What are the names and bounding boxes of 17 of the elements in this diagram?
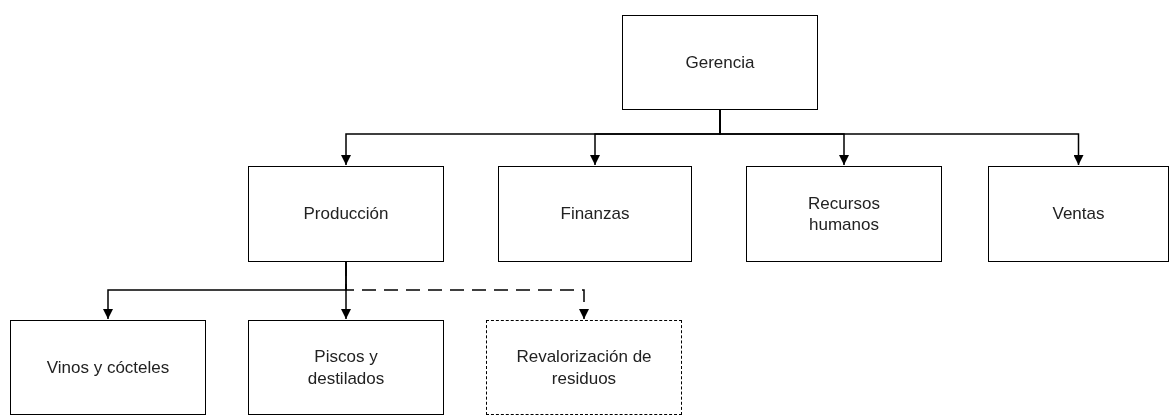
org-box <box>622 15 818 110</box>
box-label: Finanzas <box>560 203 630 225</box>
org-box <box>746 166 942 262</box>
box-label: Revalorización de residuos <box>515 346 653 389</box>
box-label: Gerencia <box>685 51 755 74</box>
org-box <box>248 320 444 415</box>
box-label: Ventas <box>1052 203 1105 225</box>
box-label: Producción <box>303 203 389 225</box>
org-box <box>988 166 1169 262</box>
box-label: Piscos y destilados <box>306 346 386 389</box>
arrow <box>345 261 589 320</box>
dashed-box <box>486 320 682 415</box>
org-box <box>248 166 444 262</box>
org-box <box>10 320 206 415</box>
box-label: Recursos humanos <box>807 192 881 236</box>
box-label: Vinos y cócteles <box>46 356 170 379</box>
org-box <box>498 166 692 262</box>
